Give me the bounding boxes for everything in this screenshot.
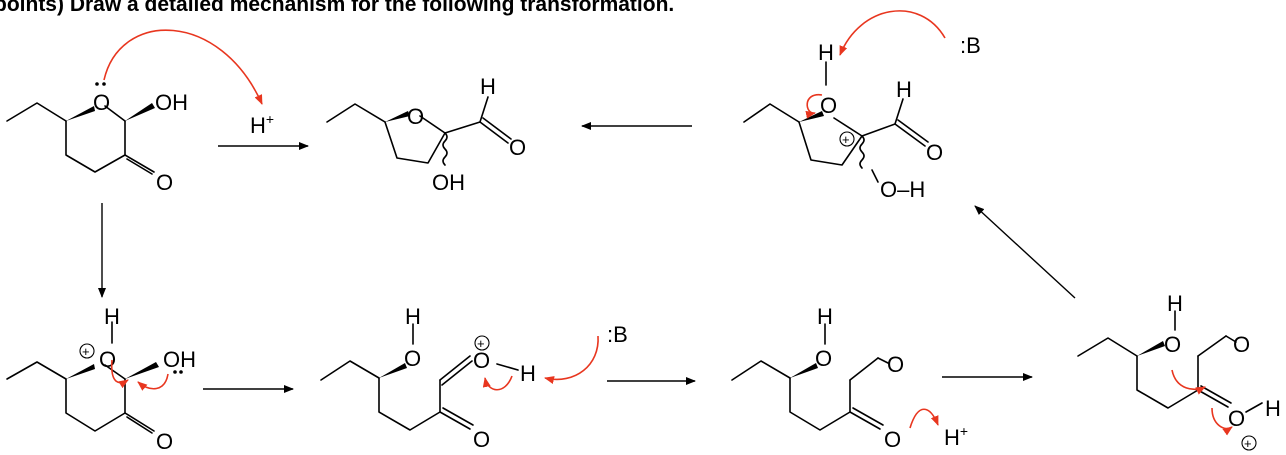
ketone-oxygen-label: O [156,170,173,195]
keto-alcohol-o: O [815,346,832,371]
product-ring-oxygen: O [407,104,424,129]
svg-text:+: + [1244,436,1252,451]
thf-aldehyde-o: O [926,140,943,165]
oxonium-ketone: O [473,427,490,452]
pk-alcohol-o: O [1164,332,1181,357]
protonated-pyranose: H O + OH O [6,304,196,454]
base-label-2: :B [607,322,628,347]
pk-oxonium-h: H [1265,396,1281,421]
base-label: :B [960,33,981,58]
thf-aldehyde-h: H [896,77,912,102]
starting-material: O OH O [6,82,188,195]
protonated-thf-intermediate: H O + H O O–H [743,40,943,202]
pyranose-hydroxyl: OH [163,347,196,372]
question-title: points) Draw a detailed mechanism for th… [0,0,675,16]
pyranose-h-label: H [104,304,120,329]
product-hydroxyl: OH [432,170,465,195]
svg-text:+: + [82,344,90,359]
pk-oxonium-o: O [1228,406,1245,431]
hydroxyl-label: OH [155,90,188,115]
svg-text:+: + [842,132,850,147]
pyranose-ketone: O [156,429,173,454]
oxonium-alcohol-o: O [404,346,421,371]
product-aldehyde-o: O [509,135,526,160]
oxonium-alcohol-h: H [405,304,421,329]
svg-text:+: + [477,336,485,351]
pk-aldehyde-o: O [1233,332,1250,357]
keto-alcohol-h: H [817,304,833,329]
keto-aldehyde: H O O O [731,304,904,452]
oxonium-oxygen: O [473,348,490,373]
product-molecule: O H O OH [326,74,526,195]
protonated-keto-aldehyde: H O O O H + [1077,291,1281,451]
proton-label-2: H+ [944,423,968,450]
oxonium-h: H [520,361,536,386]
proton-label: H+ [250,111,274,138]
ring-oxygen-label: O [93,90,110,115]
keto-ketone-o: O [884,427,901,452]
open-chain-oxonium: H O O + H O [320,304,536,452]
thf-h-on-oxygen: H [818,40,834,65]
keto-aldehyde-o: O [887,352,904,377]
thf-o-h: O–H [880,177,925,202]
product-aldehyde-h: H [480,74,496,99]
pk-alcohol-h: H [1167,291,1183,316]
pyranose-oxygen: O [99,347,116,372]
thf-ring-oxygen: O [820,93,837,118]
